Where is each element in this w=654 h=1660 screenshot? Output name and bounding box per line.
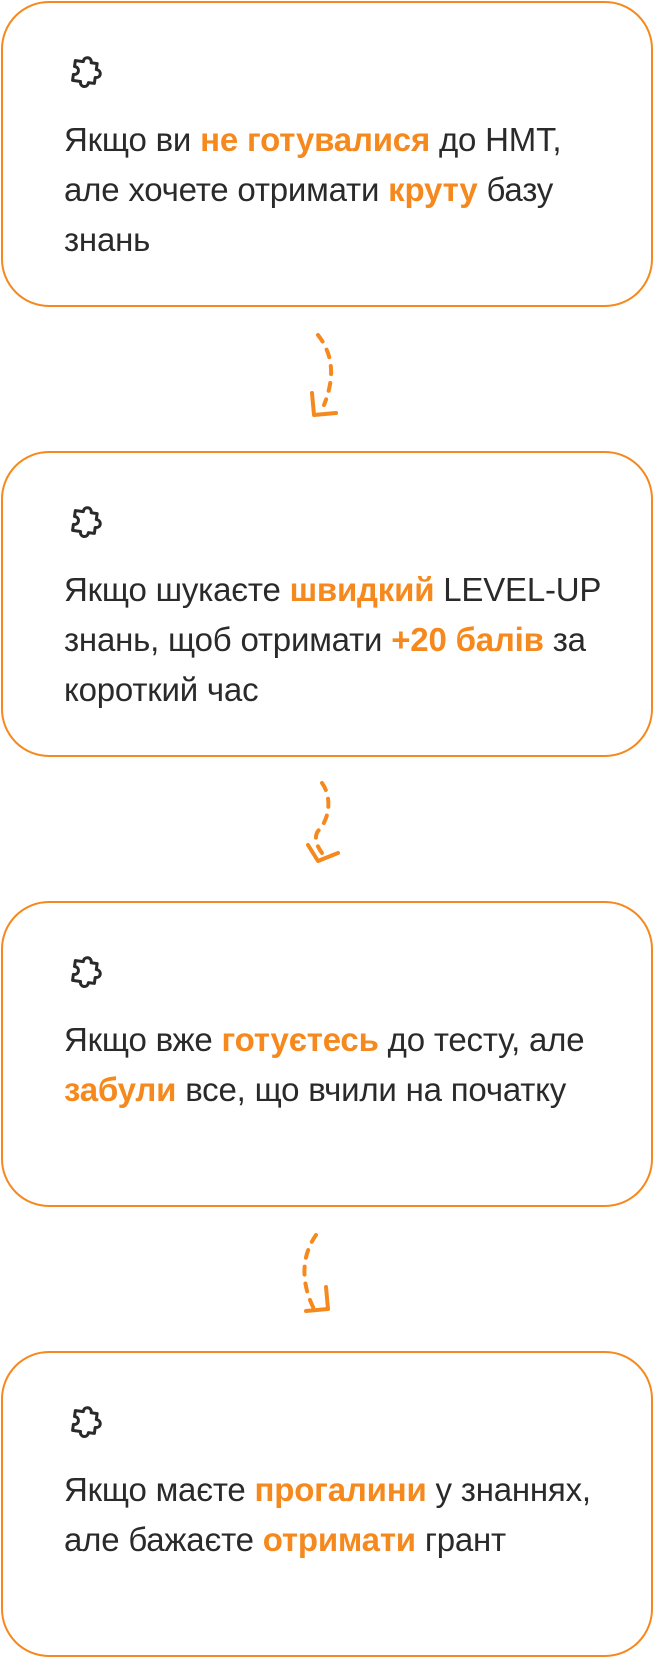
puzzle-icon [63, 949, 107, 993]
info-card-2: Якщо шукаєте швидкий LEVEL-UP знань, щоб… [1, 451, 653, 757]
dashed-arrow-down-icon [292, 775, 362, 885]
card-text: Якщо вже готуєтесь до тесту, але забули … [64, 1021, 585, 1108]
highlight-text: швидкий [289, 571, 435, 608]
info-card-3: Якщо вже готуєтесь до тесту, але забули … [1, 901, 653, 1207]
highlight-text: прогалини [254, 1471, 427, 1508]
highlight-text: готуєтесь [221, 1021, 379, 1058]
info-card-1: Якщо ви не готувалися до НМТ, але хочете… [1, 1, 653, 307]
card-text: Якщо ви не готувалися до НМТ, але хочете… [64, 121, 562, 258]
highlight-text: круту [388, 171, 478, 208]
puzzle-icon [63, 49, 107, 93]
puzzle-icon [63, 1399, 107, 1443]
highlight-text: отримати [262, 1521, 416, 1558]
dashed-arrow-down-icon [292, 325, 362, 435]
info-card-4: Якщо маєте прогалини у знаннях, але бажа… [1, 1351, 653, 1657]
highlight-text: забули [64, 1071, 177, 1108]
dashed-arrow-down-icon [292, 1225, 362, 1335]
card-text: Якщо маєте прогалини у знаннях, але бажа… [64, 1471, 591, 1558]
highlight-text: не готувалися [200, 121, 431, 158]
card-text: Якщо шукаєте швидкий LEVEL-UP знань, щоб… [64, 571, 601, 708]
highlight-text: +20 балів [391, 621, 544, 658]
puzzle-icon [63, 499, 107, 543]
